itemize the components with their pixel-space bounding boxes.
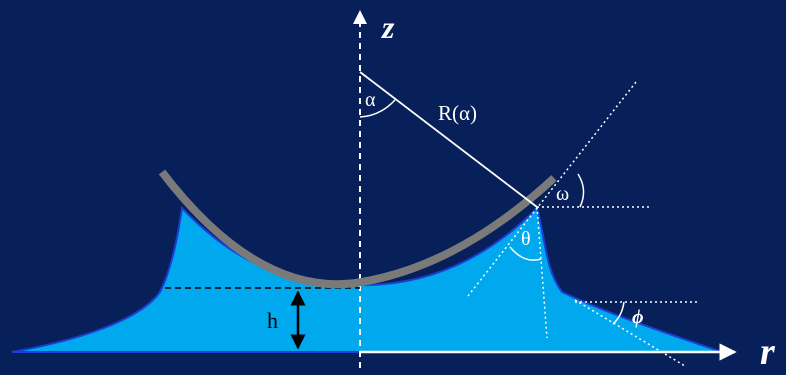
sphere-tangent-line — [467, 81, 637, 297]
radius-label: R(α) — [438, 101, 477, 125]
phi-tangent-line — [574, 299, 686, 367]
sphere-arc — [158, 169, 557, 289]
r-axis-label: r — [760, 331, 776, 370]
height-label: h — [267, 308, 278, 333]
alpha-angle-arc — [359, 99, 396, 118]
z-axis-arrowhead — [353, 10, 367, 24]
phi-label: ϕ — [632, 306, 644, 328]
theta-label: θ — [521, 228, 531, 250]
omega-angle-arc — [577, 173, 585, 208]
radius-line — [359, 71, 538, 208]
omega-label: ω — [556, 183, 569, 205]
z-axis-label: z — [381, 9, 395, 45]
meniscus-tangent-line — [536, 206, 548, 339]
theta-angle-arc — [509, 246, 542, 261]
alpha-label: α — [365, 89, 376, 111]
phi-angle-arc — [612, 301, 625, 325]
